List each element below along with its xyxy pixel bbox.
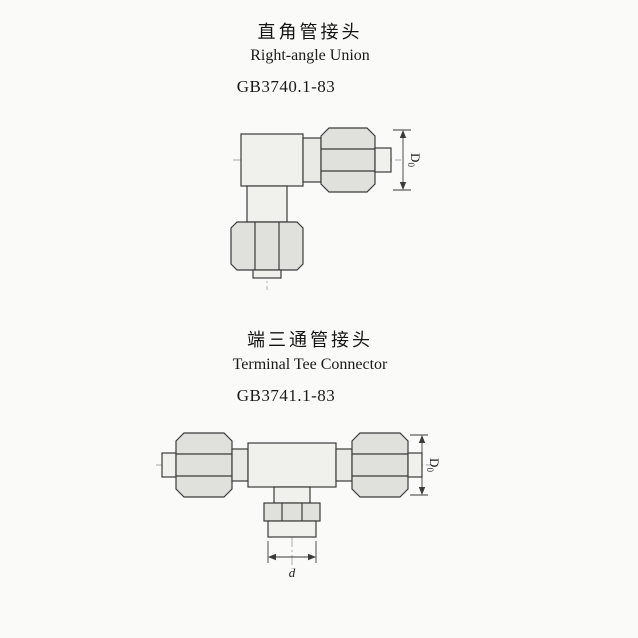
dimension-label-d0: D0: [425, 458, 442, 472]
arrow-left-icon: [268, 553, 276, 561]
dimension-label-d: d: [289, 565, 296, 580]
arrow-up-icon: [418, 435, 426, 443]
arrow-up-icon: [399, 130, 407, 138]
right-hex-nut: [351, 432, 409, 498]
elbow-body: [240, 133, 304, 187]
section1-title-chinese: 直角管接头: [257, 22, 363, 43]
tee-body-group: [161, 432, 423, 538]
section2-title-chinese: 端三通管接头: [247, 330, 373, 351]
elbow-vertical-arm: [246, 185, 288, 223]
branch-hex-collar: [263, 502, 321, 522]
arrow-right-icon: [308, 553, 316, 561]
section1-title-english: Right-angle Union: [250, 47, 370, 64]
right-angle-union-drawing: D0: [230, 127, 423, 290]
left-hex-nut: [175, 432, 233, 498]
dimension-d-group: d: [267, 541, 317, 580]
union-body-group: [230, 127, 392, 279]
section1-standard-number: GB3740.1-83: [236, 77, 336, 96]
section2-title-english: Terminal Tee Connector: [232, 356, 388, 373]
arrow-down-icon: [418, 487, 426, 495]
bottom-tube-stub: [252, 269, 282, 279]
tee-center-body: [247, 442, 337, 488]
left-tube-stub: [161, 452, 177, 478]
left-ferrule: [231, 448, 249, 482]
right-ferrule: [335, 448, 353, 482]
right-tube-stub: [407, 452, 423, 478]
branch-neck: [273, 486, 311, 504]
dimension-d0-group: D0: [393, 129, 423, 191]
arrow-down-icon: [399, 182, 407, 190]
branch-end-port: [267, 520, 317, 538]
bottom-hex-nut: [230, 221, 304, 271]
section2-standard-number: GB3741.1-83: [236, 386, 336, 405]
right-ferrule: [302, 137, 322, 183]
dimension-label-d0: D0: [406, 153, 423, 167]
right-hex-nut: [320, 127, 376, 193]
dimension-d0-group: D0: [410, 434, 442, 496]
right-tube-stub: [374, 147, 392, 173]
terminal-tee-connector-drawing: D0 d: [156, 432, 442, 580]
